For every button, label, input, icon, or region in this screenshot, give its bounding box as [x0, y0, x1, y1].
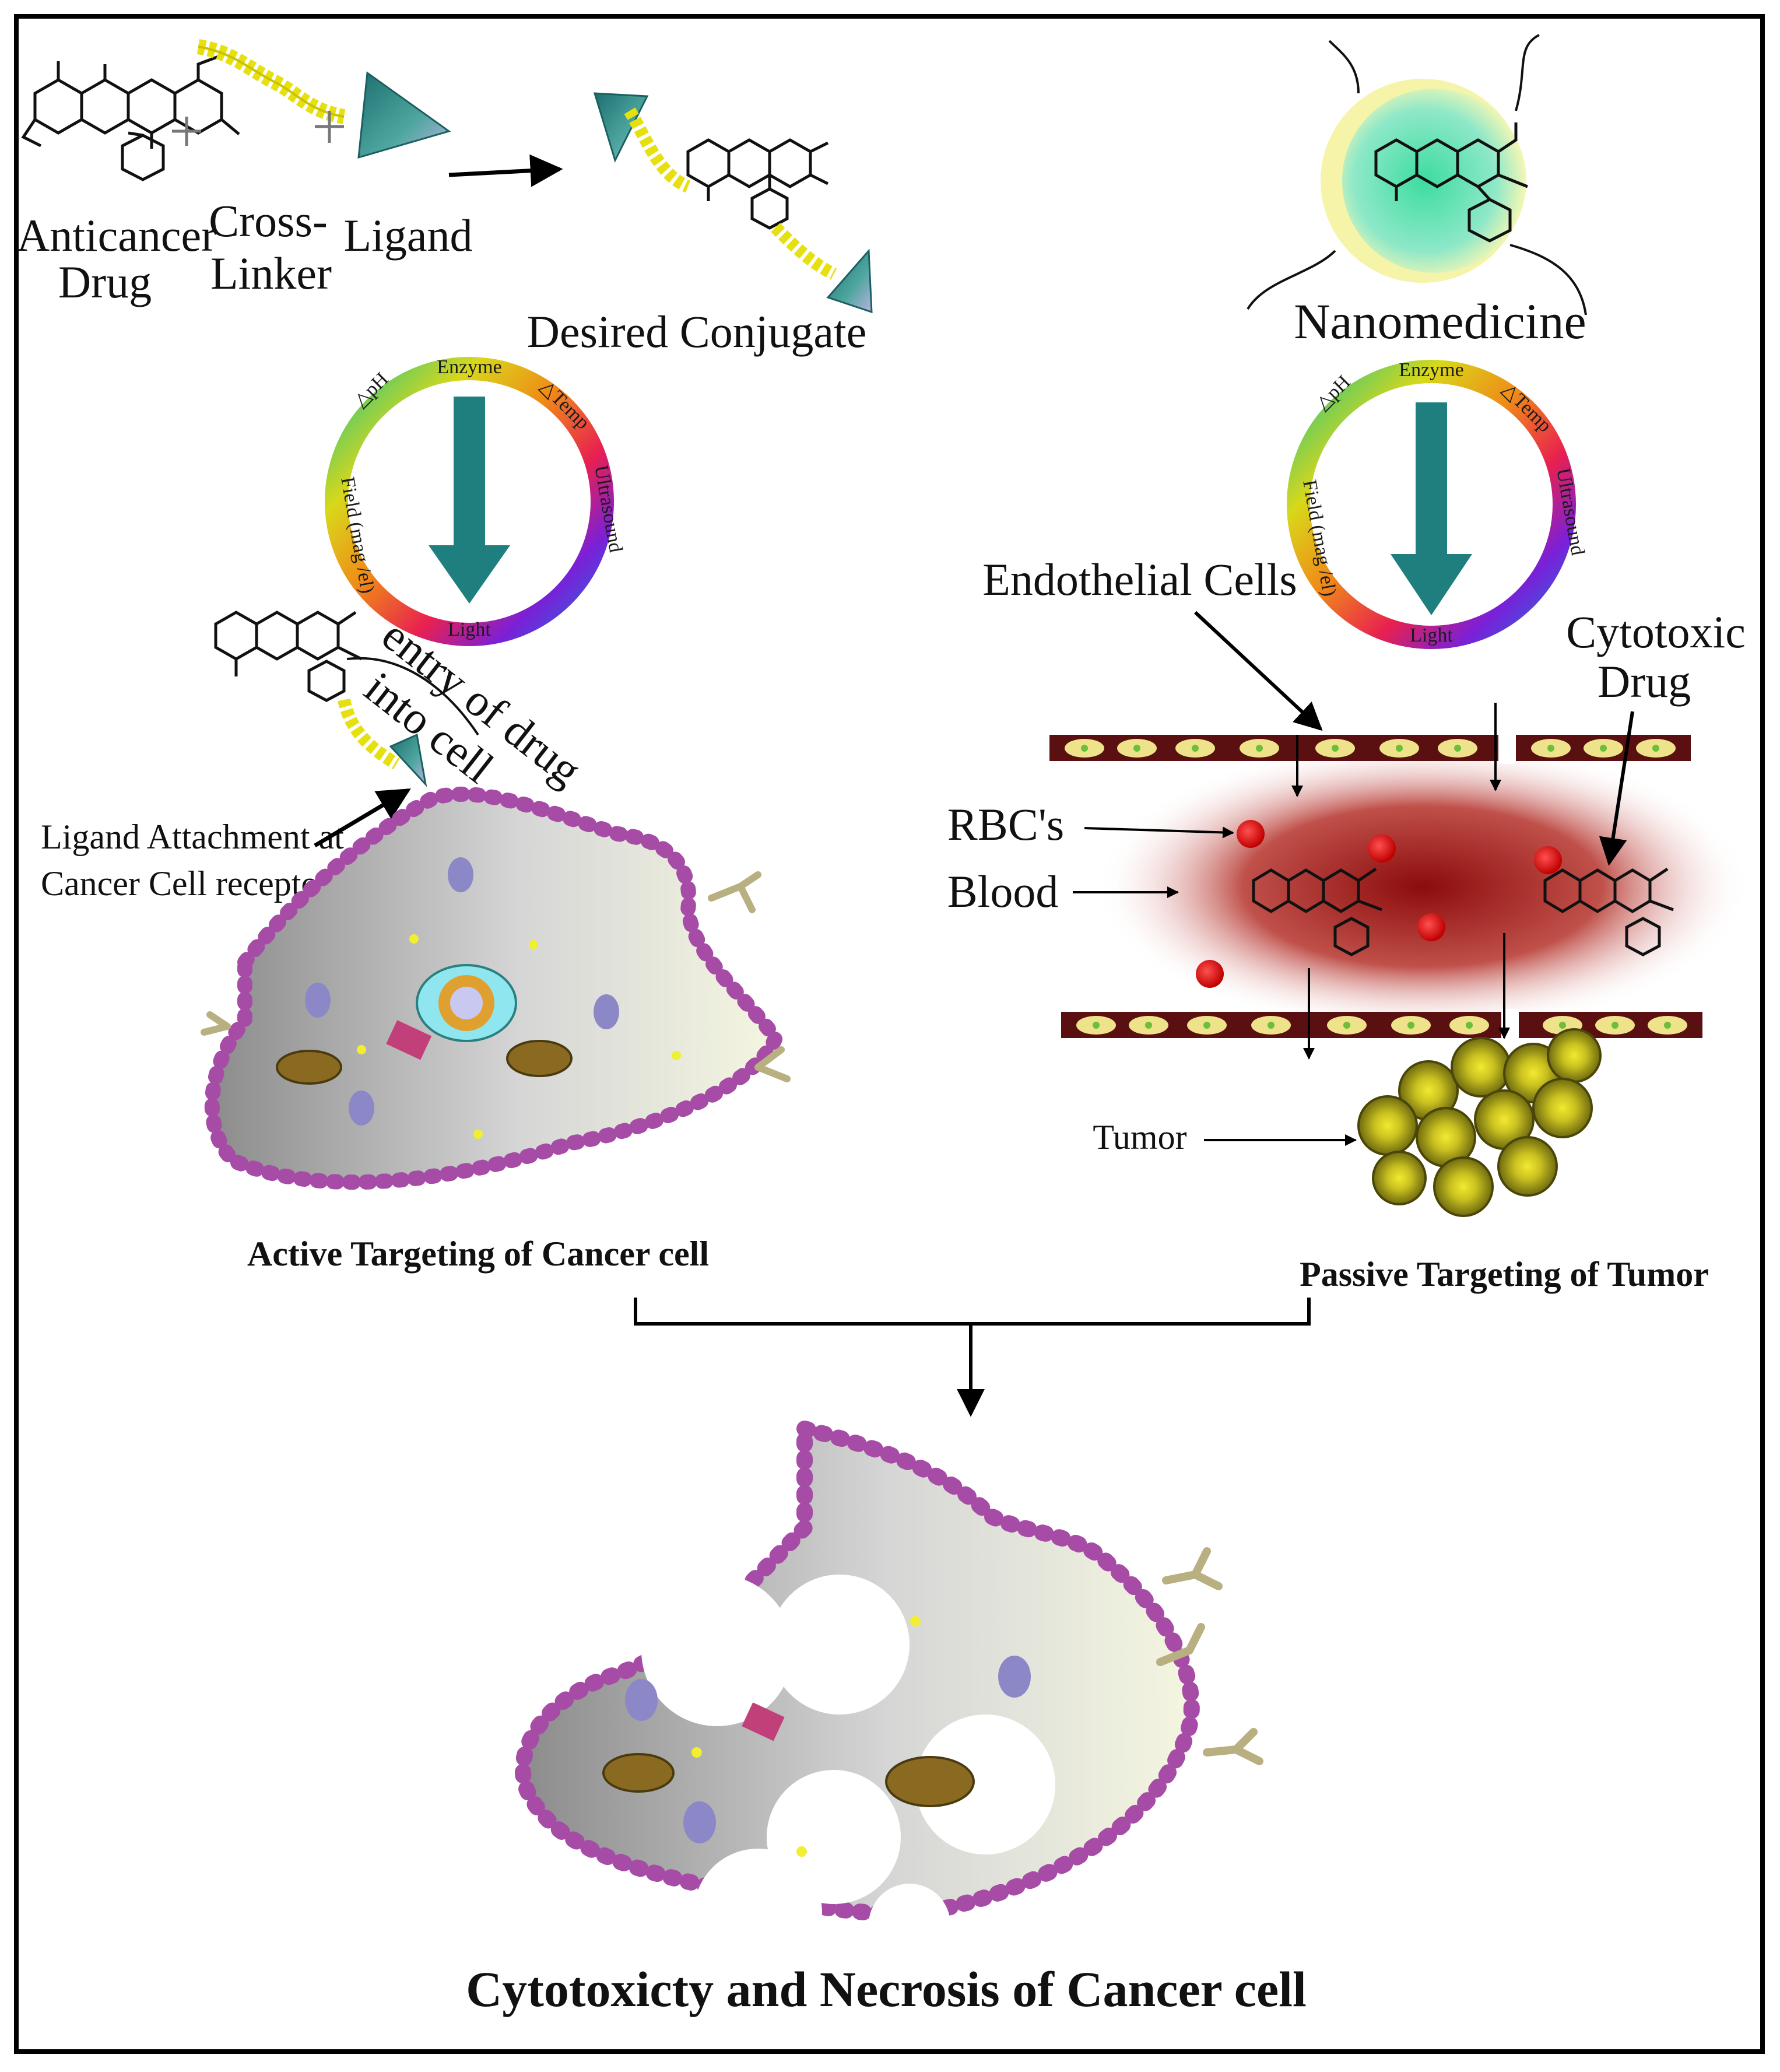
vessel-wall-top: [1049, 732, 1691, 764]
attach-label-2: Cancer Cell receptor: [41, 864, 330, 903]
red-blood-cells: [1196, 820, 1562, 988]
desired-conjugate-graphic: [593, 92, 873, 314]
nanomedicine-label: Nanomedicine: [1294, 293, 1586, 349]
plus-sign-2: [315, 111, 344, 143]
entry-arc: [346, 657, 479, 736]
ligand-triangle: [357, 71, 451, 159]
ring-right-light: Light: [1410, 625, 1453, 646]
endothelial-arrow: [1193, 611, 1323, 731]
endothelial-label: Endothelial Cells: [982, 554, 1297, 605]
cross-linker-chain: [196, 39, 346, 124]
anticancer-label-2: Drug: [58, 257, 152, 307]
synthesis-arrow: [448, 154, 563, 187]
figure-frame: [14, 14, 1765, 2054]
blood-label: Blood: [947, 866, 1059, 917]
nanomedicine-particle: [1247, 34, 1587, 315]
stimuli-ring-right: Enzyme △pH △Temp Ultrasound Light Field …: [1287, 359, 1589, 649]
drug-conjugate-entering: [214, 611, 427, 787]
crosslinker-label-1: Cross-: [209, 195, 328, 246]
cytotoxic-label-1: Cytotoxic: [1566, 606, 1746, 657]
cytotoxic-drug-molecules: [1252, 867, 1674, 956]
ring-right-enzyme: Enzyme: [1399, 359, 1463, 381]
cytotoxic-label-2: Drug: [1598, 656, 1691, 707]
passive-caption: Passive Targeting of Tumor: [1300, 1255, 1709, 1293]
tumor-mass: [1357, 1028, 1602, 1217]
result-caption: Cytotoxicty and Necrosis of Cancer cell: [466, 1961, 1307, 2017]
tumor-label: Tumor: [1093, 1118, 1186, 1156]
active-caption: Active Targeting of Cancer cell: [247, 1235, 709, 1273]
plus-sign-1: [172, 117, 201, 146]
necrotic-cancer-cell: [514, 1418, 1263, 1977]
anticancer-label-1: Anticancer: [17, 210, 216, 261]
attach-arrow: [314, 788, 411, 848]
rbc-label: RBC's: [947, 799, 1064, 850]
conjugate-label: Desired Conjugate: [527, 306, 867, 357]
crosslinker-label-2: Linker: [210, 248, 332, 299]
vessel-wall-bottom: [1061, 1009, 1702, 1041]
cytotoxic-arrow: [1599, 711, 1634, 866]
ring-left-enzyme: Enzyme: [437, 356, 501, 378]
attach-label-1: Ligand Attachment at: [41, 818, 344, 856]
extravasation-arrows: [1291, 703, 1510, 1060]
blood-region: [1096, 741, 1749, 1032]
ring-left-light: Light: [448, 619, 491, 640]
cancer-cell-active: [201, 786, 791, 1190]
stimuli-ring-left: Enzyme △pH △Temp Ultrasound Light Field …: [325, 356, 627, 646]
anticancer-drug-molecule: [21, 54, 240, 181]
ligand-label: Ligand: [344, 210, 473, 261]
rbc-arrow: [1084, 826, 1234, 839]
